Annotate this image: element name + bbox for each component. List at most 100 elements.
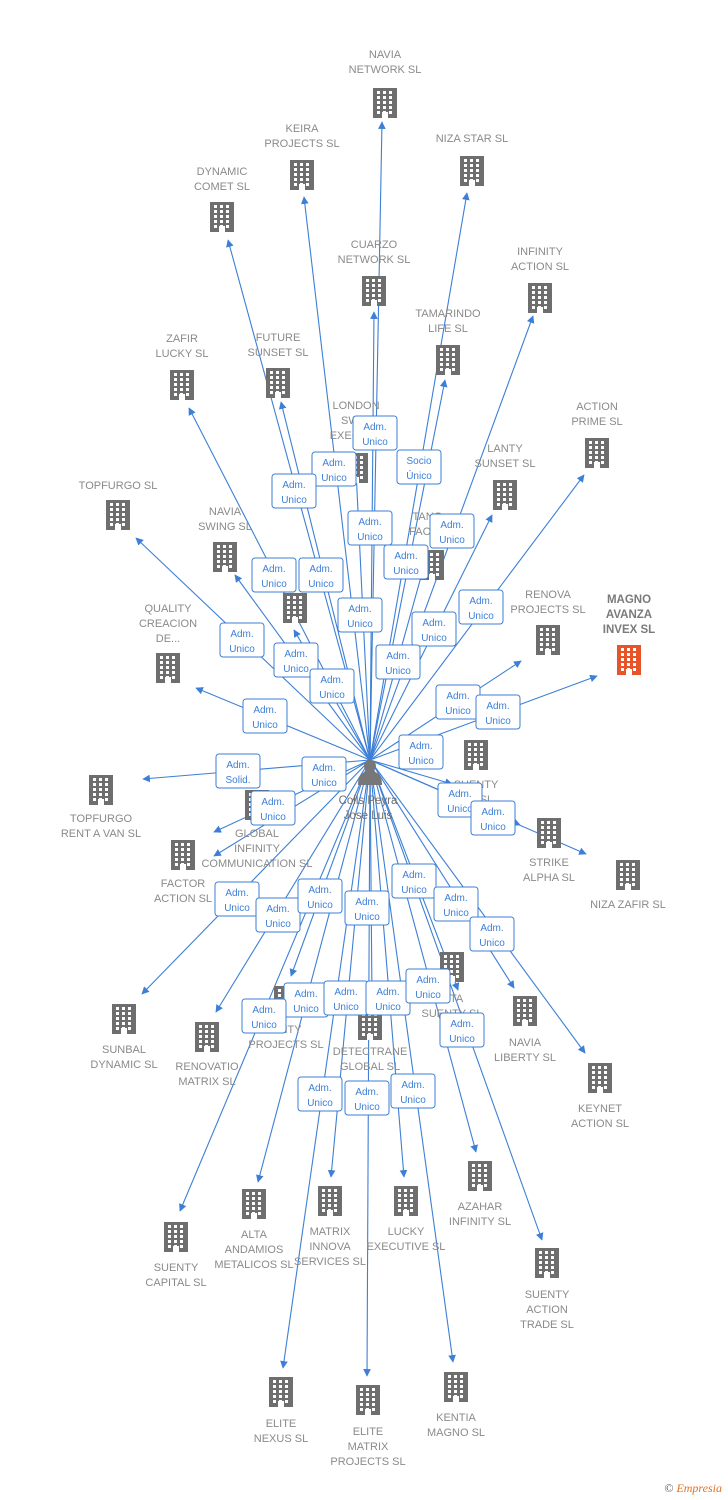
relation-label[interactable]: Adm.Unico bbox=[255, 897, 301, 933]
relation-label[interactable]: Adm.Unico bbox=[470, 800, 516, 836]
relation-label[interactable]: Adm.Solid. bbox=[215, 753, 261, 789]
center-person-node[interactable]: Colls Peyra Jose Luis bbox=[339, 760, 398, 822]
relation-label-box bbox=[411, 611, 457, 647]
company-node-niza-zafir[interactable]: NIZA ZAFIR SL bbox=[590, 860, 666, 911]
relation-label[interactable]: Adm.Unico bbox=[390, 1073, 436, 1109]
relation-label[interactable]: Adm.Unico bbox=[435, 684, 481, 720]
relation-label[interactable]: Adm.Unico bbox=[439, 1012, 485, 1048]
relation-label[interactable]: Adm.Unico bbox=[391, 863, 437, 899]
relation-label-box bbox=[344, 890, 390, 926]
company-node-hidden-1[interactable] bbox=[283, 593, 307, 623]
relation-label[interactable]: Adm.Unico bbox=[469, 916, 515, 952]
company-label-line: SUENTY bbox=[525, 1289, 570, 1301]
company-node-quality-creacion[interactable]: QUALITYCREACIONDE... bbox=[139, 603, 197, 683]
relation-label-text: Unico bbox=[307, 1098, 333, 1109]
brand-logo-text: Empresia bbox=[676, 1481, 722, 1495]
building-icon bbox=[356, 1385, 380, 1415]
relation-label[interactable]: Adm.Unico bbox=[365, 980, 411, 1016]
relation-label[interactable]: Adm.Unico bbox=[250, 790, 296, 826]
relation-label[interactable]: Adm.Unico bbox=[242, 698, 288, 734]
company-label-line: SWING SL bbox=[198, 521, 252, 533]
relation-label[interactable]: Adm.Unico bbox=[241, 998, 287, 1034]
relation-label[interactable]: Adm.Unico bbox=[309, 668, 355, 704]
edge-to-kentia-magno bbox=[369, 759, 456, 1363]
relation-label[interactable]: Adm.Unico bbox=[297, 878, 343, 914]
building-icon bbox=[464, 740, 488, 770]
relation-label[interactable]: Adm.Unico bbox=[283, 982, 329, 1018]
relation-label[interactable]: Adm.Unico bbox=[251, 557, 297, 593]
relation-label[interactable]: Adm.Unico bbox=[347, 510, 393, 546]
relation-label-text: Único bbox=[406, 469, 432, 482]
relation-label[interactable]: Adm.Unico bbox=[271, 473, 317, 509]
edge-to-elite-nexus bbox=[280, 759, 371, 1369]
relation-label[interactable]: Adm.Unico bbox=[375, 644, 421, 680]
relation-label[interactable]: Adm.Unico bbox=[311, 451, 357, 487]
relation-label[interactable]: Adm.Unico bbox=[433, 886, 479, 922]
relation-label[interactable]: Adm.Unico bbox=[323, 980, 369, 1016]
relation-label-text: Adm. bbox=[284, 649, 307, 660]
relation-label-text: Unico bbox=[260, 812, 286, 823]
relation-label[interactable]: Adm.Unico bbox=[298, 557, 344, 593]
relation-label[interactable]: Adm.Unico bbox=[219, 622, 265, 658]
relation-label-box bbox=[469, 916, 515, 952]
relation-label[interactable]: Adm.Unico bbox=[405, 968, 451, 1004]
relation-label-box bbox=[390, 1073, 436, 1109]
relation-label[interactable]: Adm.Unico bbox=[398, 734, 444, 770]
relation-label[interactable]: Adm.Unico bbox=[383, 544, 429, 580]
relation-label[interactable]: Adm.Unico bbox=[344, 1080, 390, 1116]
company-label-line: ACTION SL bbox=[511, 261, 569, 273]
relation-label[interactable]: Adm.Unico bbox=[458, 589, 504, 625]
relation-label[interactable]: Adm.Unico bbox=[214, 881, 260, 917]
company-label-line: LUCKY bbox=[388, 1226, 425, 1238]
relation-label[interactable]: Adm.Unico bbox=[429, 513, 475, 549]
relation-label[interactable]: Adm.Unico bbox=[352, 415, 398, 451]
relation-label[interactable]: Adm.Unico bbox=[411, 611, 457, 647]
company-node-niza-star[interactable]: NIZA STAR SL bbox=[436, 133, 509, 186]
relation-label[interactable]: Adm.Unico bbox=[301, 756, 347, 792]
building-icon bbox=[156, 653, 180, 683]
relation-label-box bbox=[309, 668, 355, 704]
relation-label[interactable]: Adm.Unico bbox=[475, 694, 521, 730]
relation-label[interactable]: Adm.Unico bbox=[273, 642, 319, 678]
relation-label-box bbox=[301, 756, 347, 792]
relation-label[interactable]: Adm.Unico bbox=[344, 890, 390, 926]
relation-label[interactable]: Adm.Unico bbox=[297, 1076, 343, 1112]
company-node-topfurgo[interactable]: TOPFURGO SL bbox=[79, 480, 158, 530]
company-label-line: SUNSET SL bbox=[475, 458, 536, 470]
relation-label[interactable]: Adm.Unico bbox=[337, 597, 383, 633]
relation-label-text: Adm. bbox=[416, 975, 439, 986]
company-label-line: STRIKE bbox=[529, 857, 569, 869]
relation-label-text: Adm. bbox=[358, 517, 381, 528]
